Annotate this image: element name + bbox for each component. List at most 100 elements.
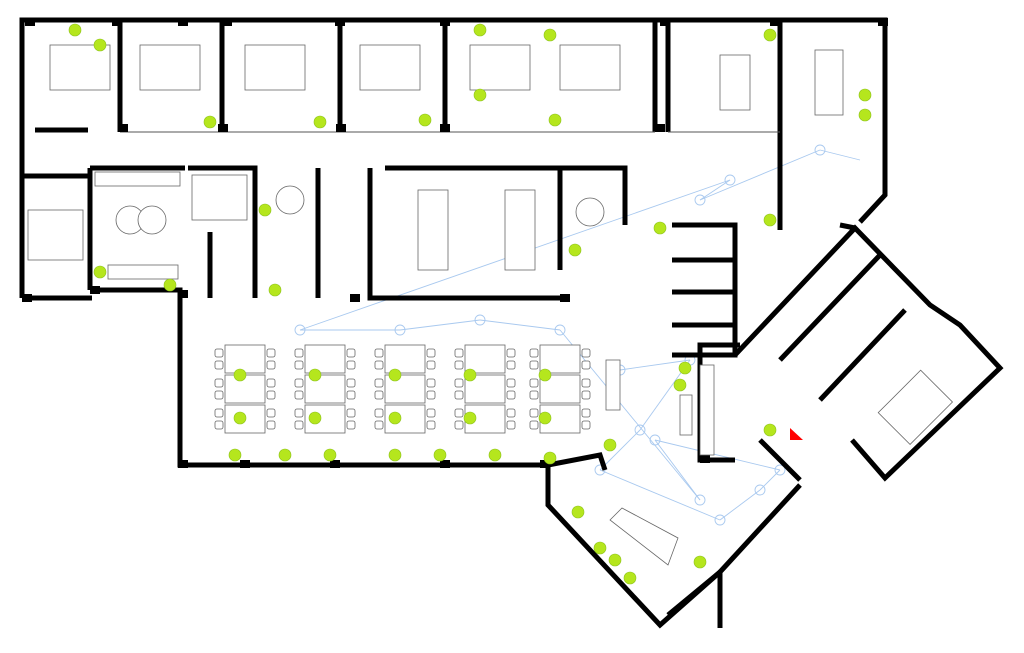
boardroom-table: [814, 49, 844, 116]
plant-icon: [418, 113, 432, 127]
network-line: [654, 439, 781, 471]
plant-icon: [268, 283, 282, 297]
desk-icon: [244, 44, 306, 91]
chair-icon: [346, 408, 356, 418]
chair-icon: [581, 378, 591, 388]
desk-icon: [49, 44, 111, 91]
chair-icon: [346, 420, 356, 430]
plant-icon: [543, 28, 557, 42]
network-line: [479, 319, 561, 331]
plant-icon: [93, 265, 107, 279]
network-node: [694, 194, 706, 206]
column: [770, 18, 780, 26]
furniture: [27, 49, 954, 566]
network-line: [619, 359, 691, 371]
chair-icon: [346, 378, 356, 388]
chair-icon: [346, 390, 356, 400]
chair-icon: [426, 348, 436, 358]
chair-icon: [266, 390, 276, 400]
chair-icon: [214, 348, 224, 358]
column: [178, 290, 188, 298]
office-partitions: [117, 22, 783, 230]
plant-icon: [603, 438, 617, 452]
chair-icon: [266, 408, 276, 418]
chair-icon: [374, 348, 384, 358]
plant-icon: [308, 368, 322, 382]
chair-icon: [529, 420, 539, 430]
chair-icon: [214, 360, 224, 370]
plant-icon: [228, 448, 242, 462]
network-node: [694, 494, 706, 506]
chair-icon: [266, 378, 276, 388]
plant-icon: [608, 553, 622, 567]
chair-icon: [374, 360, 384, 370]
chair-icon: [426, 390, 436, 400]
round-table-1: [275, 185, 305, 215]
desk-icon: [384, 344, 426, 374]
chair-icon: [294, 408, 304, 418]
column: [330, 460, 340, 468]
chair-icon: [506, 378, 516, 388]
reception-nook: [547, 452, 723, 628]
meeting-table-2: [504, 189, 536, 271]
plant-icon: [548, 113, 562, 127]
column: [218, 124, 228, 132]
network-line: [559, 329, 701, 501]
chair-icon: [581, 390, 591, 400]
plant-icon: [163, 278, 177, 292]
left-small-rooms: [22, 127, 88, 179]
storage-cabinet: [699, 364, 715, 456]
chair-icon: [294, 378, 304, 388]
plant-icon: [388, 448, 402, 462]
plant-icon: [203, 115, 217, 129]
plant-icon: [678, 361, 692, 375]
column: [112, 18, 122, 26]
column: [655, 124, 665, 132]
desk-icon: [359, 44, 421, 91]
desk-icon: [539, 344, 581, 374]
right-wing-walls: [697, 222, 1004, 482]
network-line: [719, 489, 761, 521]
column: [22, 294, 32, 302]
network-line: [699, 149, 821, 201]
chair-icon: [374, 420, 384, 430]
desk-icon: [464, 344, 506, 374]
chair-icon: [506, 360, 516, 370]
network-node: [814, 144, 826, 156]
plant-icon: [693, 555, 707, 569]
chair-icon: [454, 408, 464, 418]
bed-room-furniture: [877, 369, 954, 446]
chair-icon: [294, 348, 304, 358]
network-line: [599, 469, 721, 521]
network-node: [754, 484, 766, 496]
plant-icon: [543, 451, 557, 465]
plant-icon: [433, 448, 447, 462]
network-node: [714, 514, 726, 526]
kitchen-counter: [94, 171, 181, 187]
column: [25, 18, 35, 26]
plant-icon: [653, 221, 667, 235]
network-node: [294, 324, 306, 336]
network-node: [554, 324, 566, 336]
column: [240, 460, 250, 468]
lounge-sofa: [107, 264, 179, 280]
network-line: [699, 179, 731, 201]
chair-icon: [506, 348, 516, 358]
round-table-2: [575, 197, 605, 227]
chair-icon: [529, 378, 539, 388]
chair-icon: [346, 360, 356, 370]
plant-icon: [473, 23, 487, 37]
chair-icon: [454, 378, 464, 388]
chair-icon: [426, 420, 436, 430]
restroom-block: [672, 222, 738, 358]
network-node: [474, 314, 486, 326]
core-rooms: [87, 165, 628, 301]
plant-icon: [673, 378, 687, 392]
plant-icon: [538, 411, 552, 425]
column: [540, 460, 550, 468]
chair-icon: [426, 408, 436, 418]
plant-icon: [763, 28, 777, 42]
column: [178, 18, 188, 26]
plant-icon: [571, 505, 585, 519]
chair-icon: [529, 360, 539, 370]
